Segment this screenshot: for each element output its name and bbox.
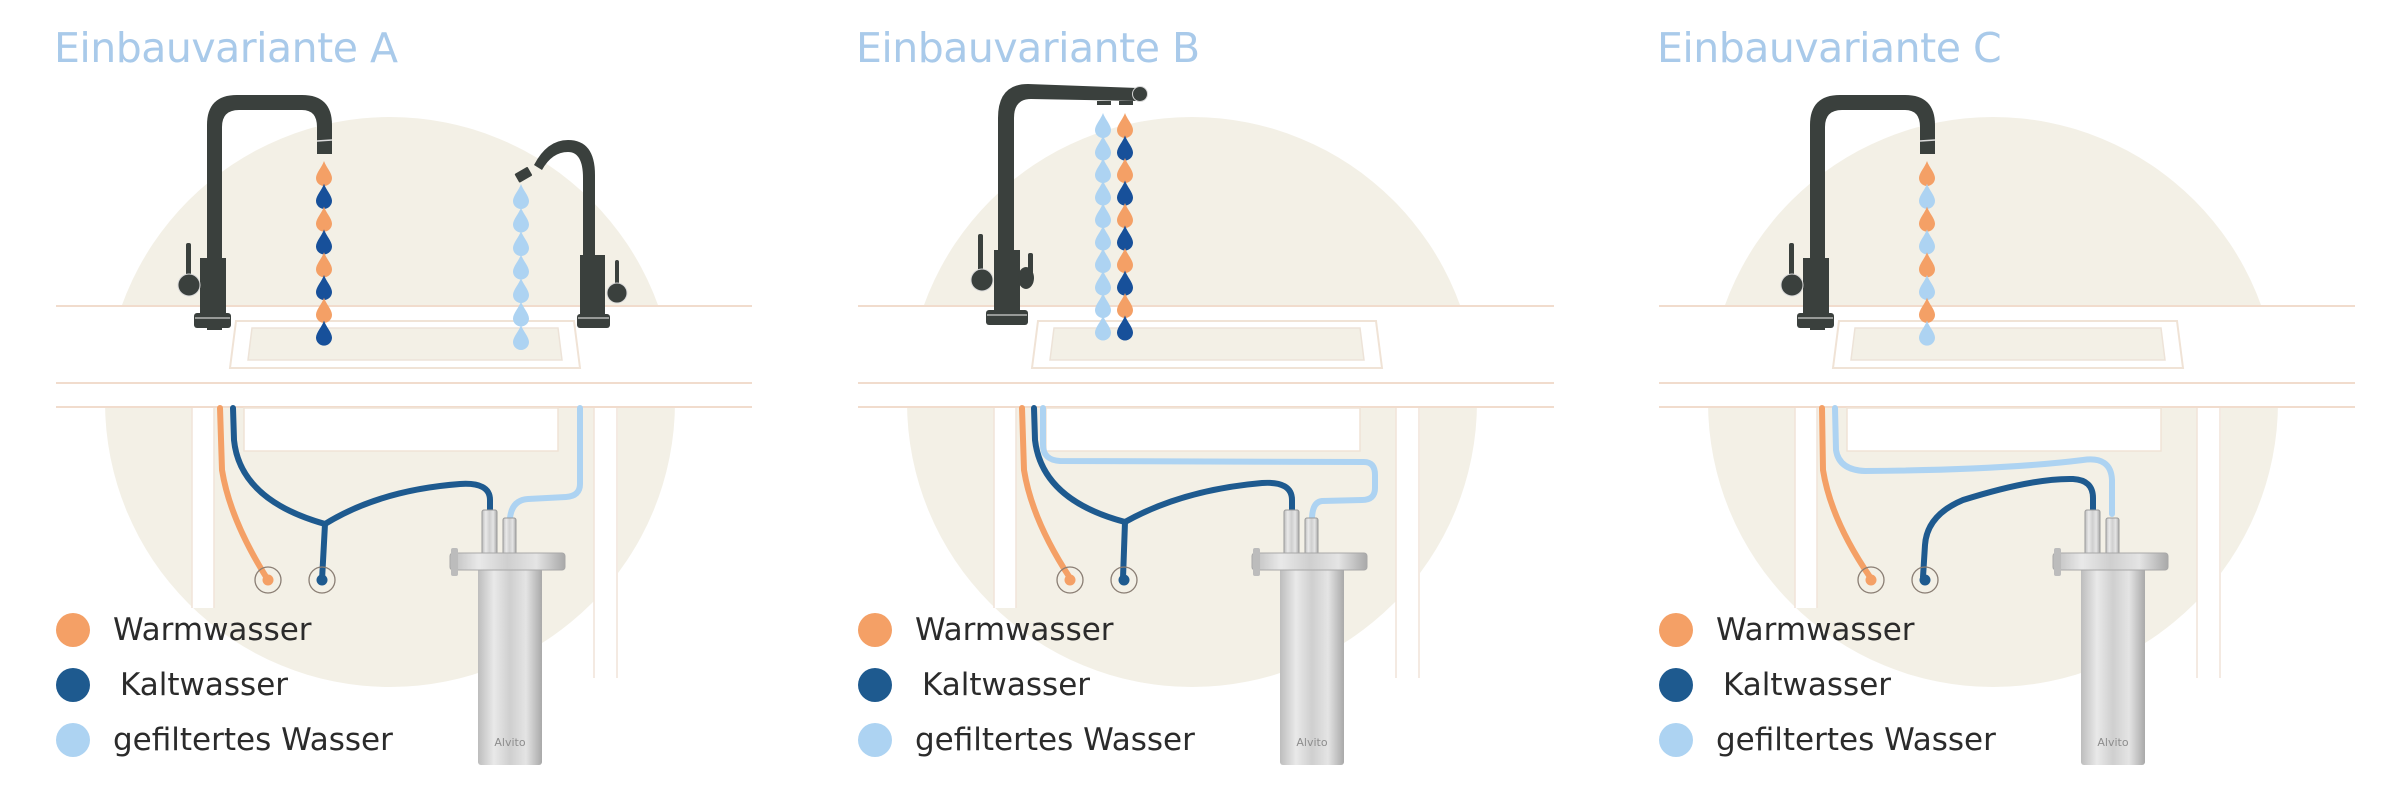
- wall-valves: [1857, 566, 1939, 594]
- water-filter-housing: Alvito: [449, 509, 566, 765]
- cold-water-dot-icon: [858, 668, 892, 702]
- water-filter-housing: Alvito: [1251, 509, 1368, 765]
- filtered-drop-icon: [1095, 180, 1111, 206]
- filtered-water-pipe: [1040, 405, 1378, 523]
- filter-brand-logo: Alvito: [1296, 736, 1327, 749]
- filter-tap-icon: [514, 140, 628, 328]
- cold-water-dot-icon: [1659, 668, 1693, 702]
- filtered-drop-icon: [1919, 183, 1935, 209]
- cold-drop-icon: [316, 275, 332, 300]
- warm-drop-icon: [316, 297, 332, 323]
- filtered-water-pipe: [507, 405, 583, 521]
- warm-water-dot-icon: [858, 613, 892, 647]
- cold-drop-icon: [316, 229, 332, 255]
- filtered-water-dot-icon: [56, 723, 90, 757]
- filter-brand-logo: Alvito: [2097, 736, 2128, 749]
- cold-to-filter-pipe: [1920, 475, 2096, 580]
- cold-drop-icon: [316, 320, 332, 346]
- wall-valves: [1056, 566, 1138, 594]
- cold-to-filter-pipe: [1122, 479, 1295, 525]
- filter-brand-logo: Alvito: [494, 736, 525, 749]
- warm-water-pipe: [1819, 405, 1873, 580]
- filtered-drop-icon: [1095, 270, 1111, 296]
- cold-drop-icon: [1117, 270, 1133, 296]
- filtered-drop-icon: [1095, 158, 1111, 183]
- warm-drop-icon: [1117, 248, 1133, 273]
- warm-drop-icon: [1919, 297, 1935, 323]
- filtered-water-dot-icon: [858, 723, 892, 757]
- variant-a-title: Einbauvariante A: [54, 24, 398, 72]
- warm-drop-icon: [1117, 293, 1133, 318]
- variant-b-illustration: Alvito: [802, 84, 1602, 765]
- warm-drop-icon: [1117, 158, 1133, 183]
- water-filter-housing: Alvito: [2052, 509, 2169, 765]
- filtered-drop-icon: [1919, 275, 1935, 300]
- warm-water-dot-icon: [56, 613, 90, 647]
- filtered-drop-icon: [1095, 203, 1111, 228]
- filtered-drop-icon: [1095, 225, 1111, 251]
- warm-drop-icon: [1919, 206, 1935, 232]
- filtered-drop-icon: [1919, 320, 1935, 346]
- warm-water-pipe: [1019, 405, 1073, 581]
- filtered-drop-icon: [1095, 113, 1111, 138]
- kitchen-backdrop: [802, 117, 1602, 687]
- warm-drop-icon: [1919, 161, 1935, 186]
- filtered-drop-icon: [513, 231, 529, 256]
- kitchen-backdrop: [1603, 117, 2402, 687]
- filtered-drop-icon: [1095, 135, 1111, 161]
- cold-drop-icon: [1117, 315, 1133, 341]
- filtered-drop-icon: [513, 301, 529, 327]
- variant-a-illustration: Alvito: [0, 95, 800, 765]
- wall-valves: [254, 566, 336, 594]
- filtered-drop-icon: [1095, 293, 1111, 318]
- filtered-drop-icon: [1095, 248, 1111, 273]
- filtered-drop-icon: [1095, 315, 1111, 341]
- cold-drop-icon: [316, 183, 332, 209]
- mixer-faucet-icon: [177, 95, 333, 330]
- filtered-drop-icon: [513, 207, 529, 233]
- warm-drop-icon: [316, 161, 332, 186]
- cold-drop-icon: [1117, 225, 1133, 251]
- panel-variant-a: Alvito Einbauvariante A Warmwasser Kaltw…: [0, 0, 800, 800]
- filtered-drop-icon: [513, 184, 529, 209]
- filtered-drop-icon: [513, 325, 529, 350]
- variant-c-illustration: Alvito: [1603, 95, 2402, 765]
- filtered-water-dot-icon: [1659, 723, 1693, 757]
- kitchen-backdrop: [0, 117, 800, 687]
- three-way-faucet-icon: [970, 84, 1148, 325]
- warm-water-pipe: [217, 405, 271, 583]
- cold-water-pipe: [230, 405, 328, 583]
- filtered-water-pipe: [1832, 405, 2115, 517]
- cold-drop-icon: [1117, 135, 1133, 161]
- warm-drop-icon: [1117, 203, 1133, 228]
- filtered-drop-icon: [1919, 229, 1935, 255]
- filtered-drop-icon: [513, 254, 529, 280]
- mixer-faucet-icon: [1780, 95, 1936, 330]
- filtered-drop-icon: [513, 278, 529, 303]
- panel-variant-c: Alvito Einbauvariante C Warmwasser Kaltw…: [1603, 0, 2402, 800]
- cold-water-pipe: [1031, 405, 1128, 581]
- panel-variant-b: Alvito Einbauvariante B Warmwasser Kaltw…: [802, 0, 1602, 800]
- variant-c-title: Einbauvariante C: [1657, 24, 2002, 72]
- warm-drop-icon: [1919, 252, 1935, 278]
- cold-to-filter-pipe: [322, 480, 493, 527]
- warm-drop-icon: [1117, 113, 1133, 138]
- warm-drop-icon: [316, 206, 332, 232]
- warm-drop-icon: [316, 252, 332, 278]
- variant-b-title: Einbauvariante B: [856, 24, 1200, 72]
- cold-water-dot-icon: [56, 668, 90, 702]
- cold-drop-icon: [1117, 180, 1133, 206]
- warm-water-dot-icon: [1659, 613, 1693, 647]
